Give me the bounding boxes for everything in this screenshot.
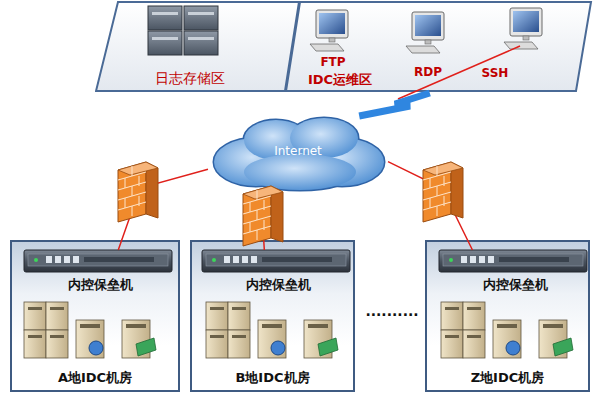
computer-node-label: FTP xyxy=(303,55,363,69)
network-link xyxy=(388,162,472,250)
firewall xyxy=(243,186,283,246)
computer-node-label: SSH xyxy=(473,66,517,80)
bastion-node: 内控保垒机 xyxy=(439,250,591,296)
bastion-node: 内控保垒机 xyxy=(24,250,176,296)
network-cloud-label: Internet xyxy=(248,144,348,158)
zone-box: FTP RDP SSH IDC运维区 xyxy=(285,0,593,93)
network-link xyxy=(118,169,208,250)
cloud-edge xyxy=(244,154,356,190)
lightning-link xyxy=(359,93,430,116)
firewall xyxy=(118,162,158,222)
zone-outline xyxy=(96,2,299,91)
zone-outline xyxy=(286,2,591,91)
zone-box: 日志存储区 xyxy=(95,0,300,93)
computer-node-label: RDP xyxy=(398,65,458,79)
bastion-node-label: 内控保垒机 xyxy=(202,277,354,293)
zone-box-label: 日志存储区 xyxy=(125,70,255,87)
room-box-label: A地IDC机房 xyxy=(12,370,178,386)
cloud-fill xyxy=(244,154,356,190)
room-box-label: B地IDC机房 xyxy=(192,370,353,386)
ellipsis-label: .......... xyxy=(356,303,428,320)
network-cloud: Internet xyxy=(208,116,388,192)
room-box: 内控保垒机 Z地IDC机房 xyxy=(425,240,590,392)
zone-box-label: IDC运维区 xyxy=(290,72,390,88)
room-box-label: Z地IDC机房 xyxy=(427,370,588,386)
bastion-node: 内控保垒机 xyxy=(202,250,354,296)
firewall xyxy=(423,162,463,222)
room-box: 内控保垒机 A地IDC机房 xyxy=(10,240,180,392)
room-box: 内控保垒机 B地IDC机房 xyxy=(190,240,355,392)
bastion-node-label: 内控保垒机 xyxy=(24,277,176,293)
bastion-node-label: 内控保垒机 xyxy=(439,277,591,293)
